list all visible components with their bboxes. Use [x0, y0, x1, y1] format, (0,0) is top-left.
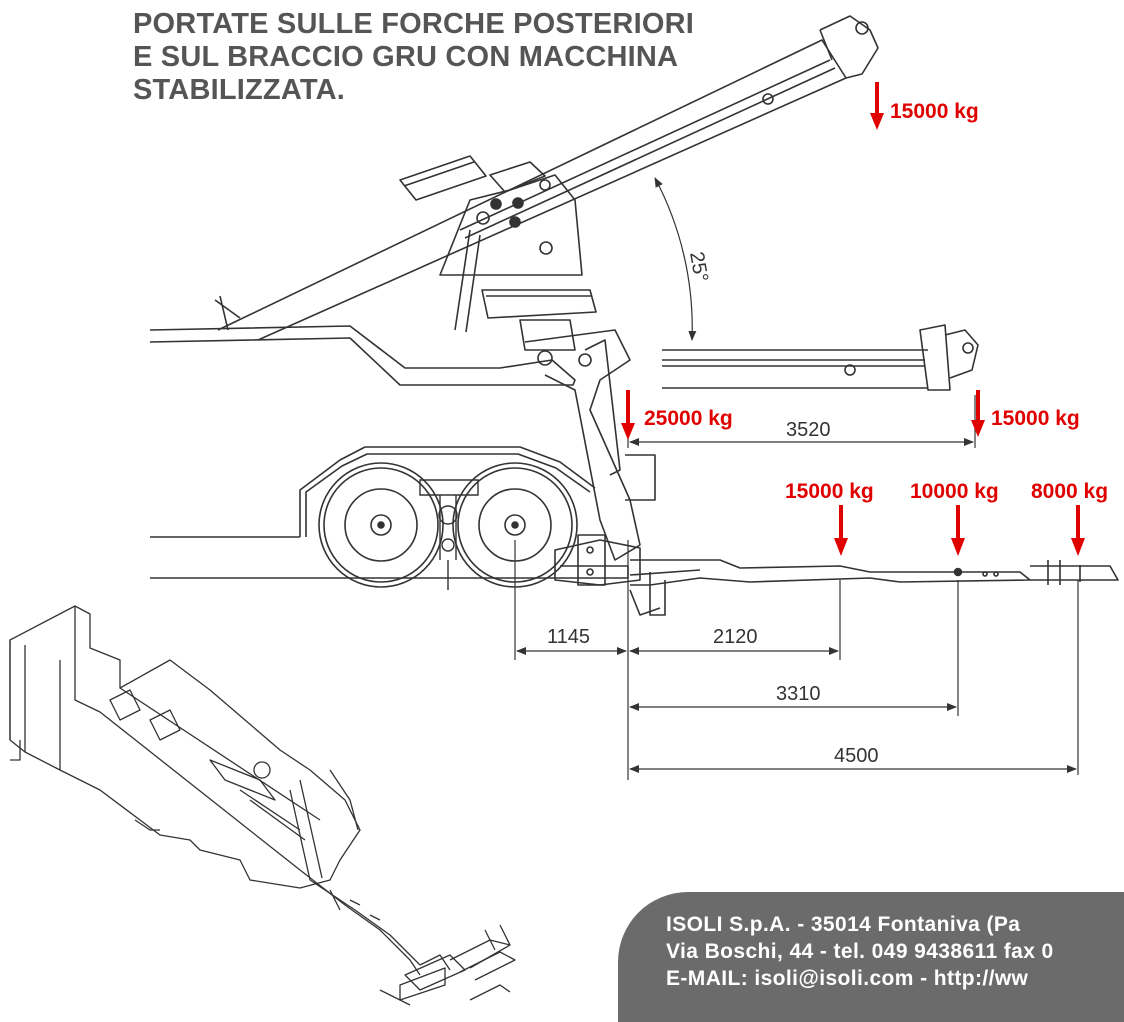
dim-2120: 2120: [713, 626, 758, 648]
dim-1145: 1145: [547, 626, 590, 648]
rear-wheel-1: [318, 462, 444, 588]
company-contact: E-MAIL: isoli@isoli.com - http://ww: [666, 967, 1029, 990]
diagram-title: PORTATE SULLE FORCHE POSTERIORI E SUL BR…: [133, 8, 773, 107]
load-fork-3: 8000 kg: [1031, 480, 1108, 503]
company-address: ISOLI S.p.A. - 35014 Fontaniva (Pa: [666, 913, 1021, 936]
crane-tower: [399, 155, 583, 333]
dim-3520: 3520: [786, 419, 831, 441]
load-boom-extended: 15000 kg: [991, 407, 1080, 430]
dimension-labels: 1145 2120 3310 4500 3520: [547, 419, 879, 767]
truck-chassis: [149, 325, 629, 579]
dim-3310: 3310: [776, 683, 821, 705]
axle-suspension: [419, 479, 479, 590]
load-boom-retracted: 25000 kg: [644, 407, 733, 430]
company-phone: Via Boschi, 44 - tel. 049 9438611 fax 0: [666, 940, 1054, 963]
load-arrows: [621, 82, 1085, 556]
load-labels: 15000 kg 25000 kg 15000 kg 15000 kg 1000…: [644, 100, 1108, 503]
load-fork-2: 10000 kg: [910, 480, 999, 503]
title-line-2: E SUL BRACCIO GRU CON MACCHINA: [133, 41, 679, 73]
company-footer-panel: [618, 892, 1124, 1022]
angle-label: 25°: [685, 250, 712, 284]
crane-column: [481, 289, 656, 561]
title-line-1: PORTATE SULLE FORCHE POSTERIORI: [133, 8, 694, 40]
underlift-arm: [554, 534, 1119, 616]
load-boom-raised: 15000 kg: [890, 100, 979, 123]
company-info: ISOLI S.p.A. - 35014 Fontaniva (Pa Via B…: [666, 911, 1054, 992]
isometric-vehicle-view: [9, 605, 516, 1006]
title-line-3: STABILIZZATA.: [133, 74, 346, 106]
crane-boom-horizontal: [662, 324, 979, 391]
dim-4500: 4500: [834, 745, 879, 767]
boom-angle-indicator: 25°: [654, 177, 712, 341]
load-fork-1: 15000 kg: [785, 480, 874, 503]
dimension-lines: [514, 395, 1079, 780]
